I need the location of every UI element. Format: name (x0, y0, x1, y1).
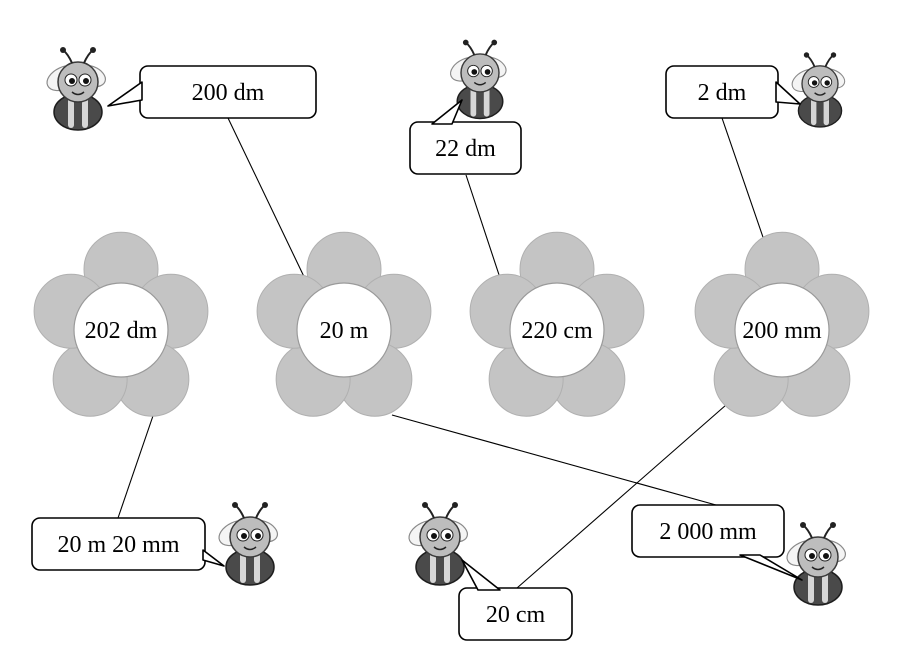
bee-icon (42, 46, 110, 131)
bubble-label: 20 cm (486, 602, 546, 628)
flower-center (73, 282, 169, 378)
bubble-tail (775, 81, 801, 105)
flower-icon: 202 dm (33, 231, 209, 417)
bubble-tail (431, 99, 463, 125)
bee-icon (404, 501, 472, 586)
flower-center (734, 282, 830, 378)
flower-icon: 220 cm (469, 231, 645, 417)
speech-bubble: 20 m 20 mm (31, 517, 225, 571)
bubble-label: 22 dm (435, 136, 496, 162)
bubble-label: 200 dm (192, 80, 265, 106)
line-202dm-to-20m20mm (117, 409, 156, 519)
bubble-tail (739, 554, 803, 581)
flower-center (296, 282, 392, 378)
speech-bubble: 2 000 mm (631, 504, 803, 581)
flower-label: 20 m (320, 318, 369, 344)
flower-icon: 200 mm (694, 231, 870, 417)
bubble-label: 2 000 mm (659, 519, 757, 545)
line-20m-to-2000mm (391, 414, 717, 506)
line-200mm-to-20cm (516, 404, 727, 589)
bee-icon (787, 51, 849, 128)
flower-label: 200 mm (742, 318, 822, 344)
flower-center (509, 282, 605, 378)
bubble-label: 20 m 20 mm (57, 532, 179, 558)
bubble-tail (107, 81, 143, 107)
speech-bubble: 22 dm (409, 99, 522, 175)
flower-label: 220 cm (521, 318, 593, 344)
bubble-tail (202, 549, 225, 567)
flower-label: 202 dm (85, 318, 158, 344)
bee-icon (782, 521, 850, 606)
bee-icon (214, 501, 282, 586)
speech-bubble: 2 dm (665, 65, 801, 119)
line-200dm-to-20m (227, 117, 309, 286)
connection-lines (117, 117, 766, 589)
line-2dm-to-200mm (721, 117, 766, 244)
speech-bubble: 20 cm (458, 559, 573, 641)
bubble-label: 2 dm (698, 80, 747, 106)
flower-icon: 20 m (256, 231, 432, 417)
bubble-tail (461, 559, 501, 591)
speech-bubble: 200 dm (107, 65, 317, 119)
